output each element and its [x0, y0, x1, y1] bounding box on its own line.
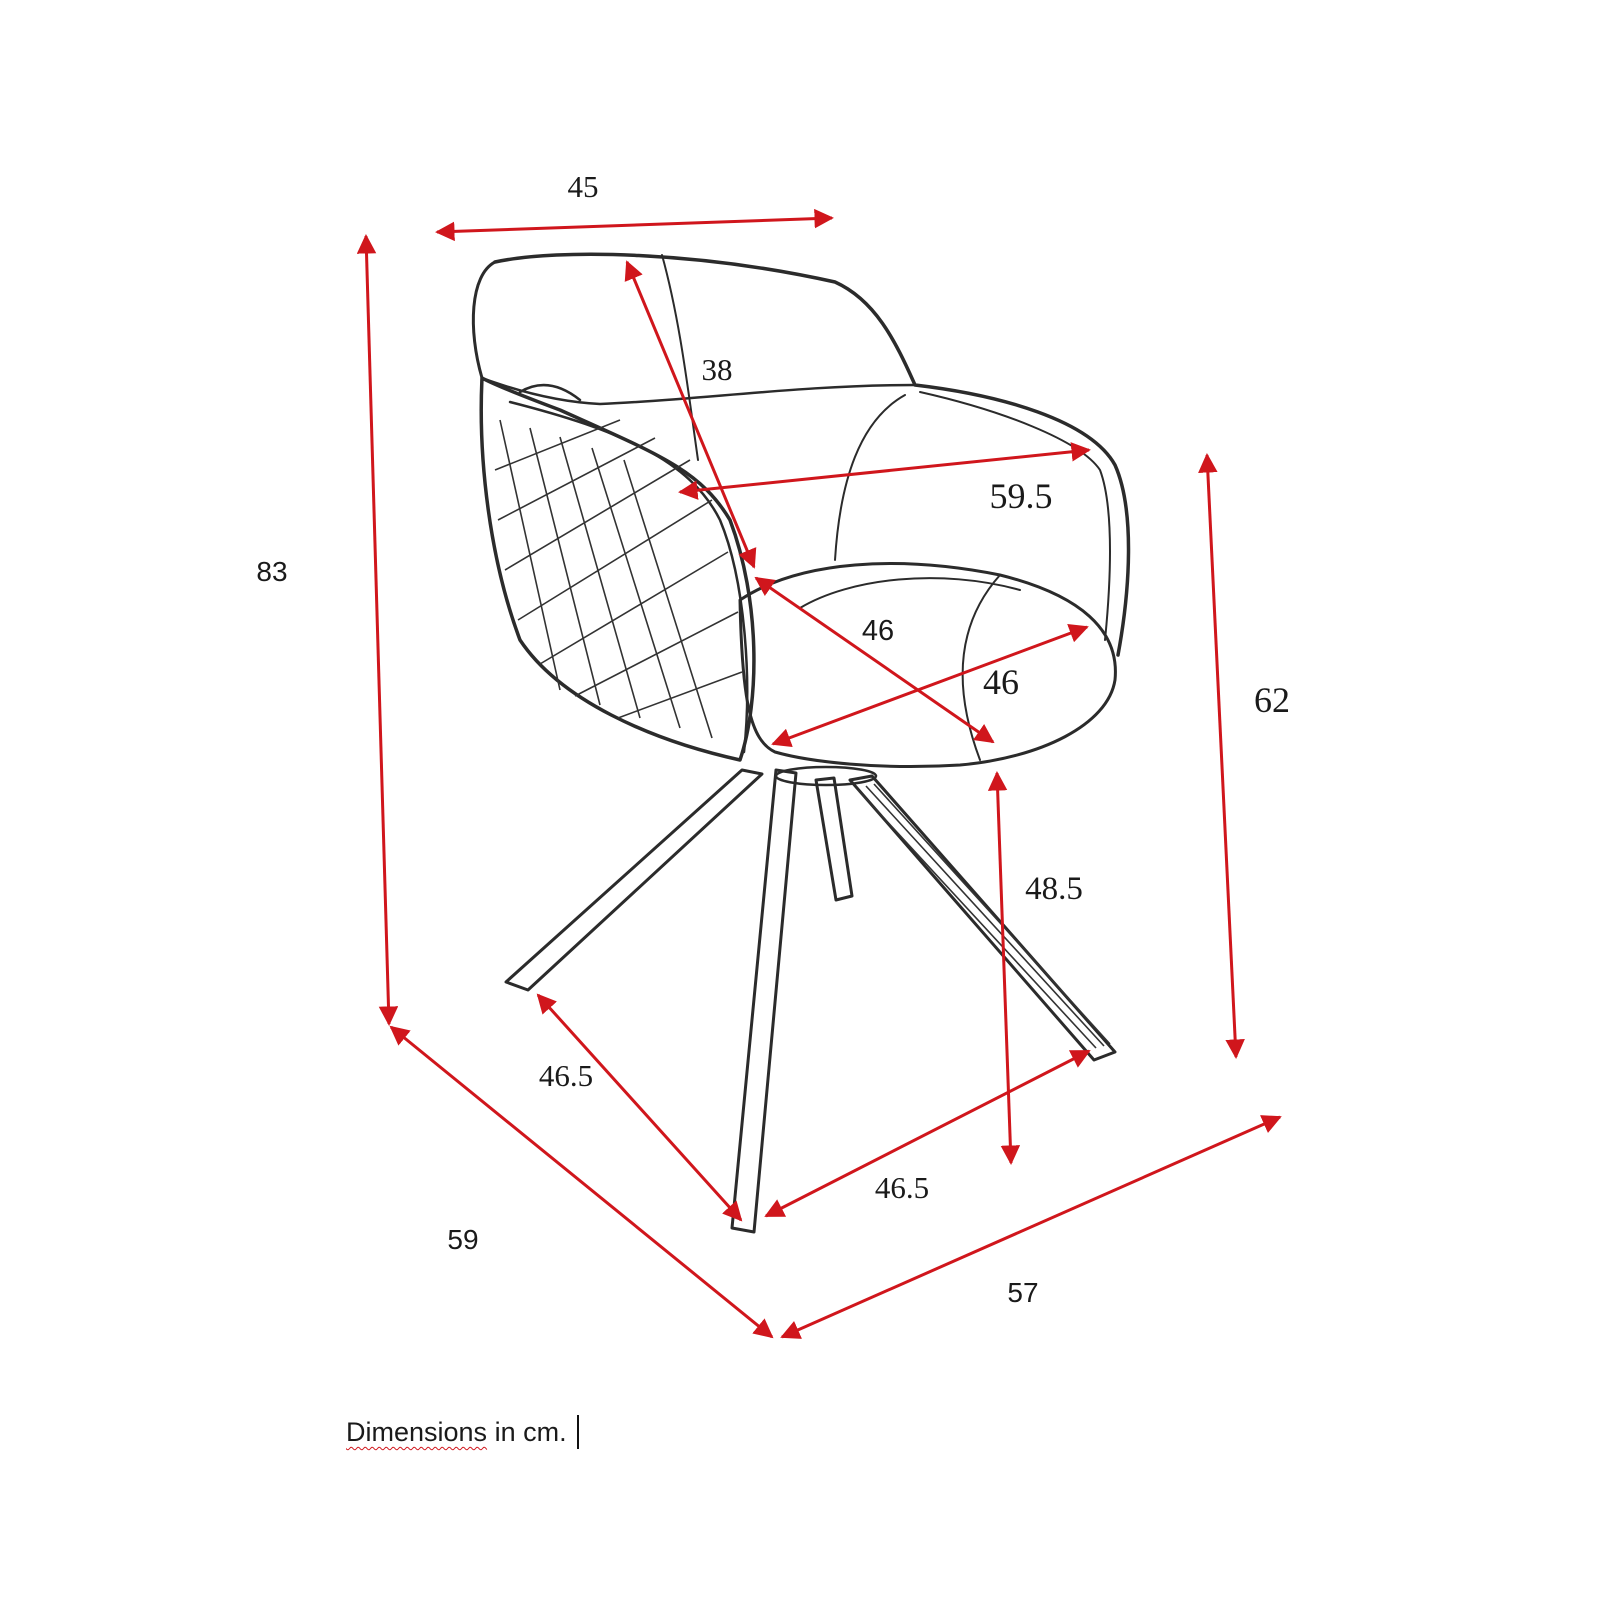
dimension-labels: 45 83 38 59.5 46 46 62 48.5 46.5 46.5 59… — [256, 169, 1290, 1308]
dim-line-overall-height — [356, 234, 399, 1026]
leg-center — [814, 776, 854, 902]
dim-line-overall-depth — [389, 1025, 774, 1339]
label-seat-depth: 46 — [862, 615, 894, 647]
units-note-word: Dimensions — [346, 1417, 488, 1447]
dim-line-seat-width — [771, 623, 1089, 748]
label-seat-width: 46 — [983, 662, 1019, 702]
label-leg-span-side: 46.5 — [539, 1058, 593, 1093]
label-backrest-height: 38 — [702, 352, 733, 387]
units-note: Dimensions in cm. — [346, 1415, 579, 1449]
label-leg-span-front: 46.5 — [875, 1170, 929, 1205]
dim-line-seat-height — [987, 771, 1021, 1165]
shell-quilt-pattern — [494, 419, 743, 739]
dim-line-leg-span-side — [536, 993, 743, 1222]
dim-line-armrest-height — [1198, 453, 1245, 1059]
units-note-rest: in cm. — [487, 1417, 567, 1447]
dim-line-overall-width — [780, 1115, 1282, 1339]
leg-front — [730, 768, 798, 1234]
label-seat-height: 48.5 — [1025, 871, 1083, 907]
dimension-lines — [356, 208, 1282, 1339]
text-cursor — [576, 1415, 579, 1449]
dim-line-backrest-height — [624, 260, 757, 569]
chair-legs — [504, 765, 1117, 1234]
label-armrest-width: 59.5 — [990, 476, 1053, 516]
label-armrest-height: 62 — [1254, 680, 1290, 720]
label-overall-depth: 59 — [447, 1224, 478, 1255]
dim-line-seat-depth — [754, 576, 995, 744]
leg-back-right — [848, 774, 1117, 1062]
label-overall-height: 83 — [256, 556, 287, 587]
leg-back-left — [504, 768, 764, 992]
swivel-plate — [774, 765, 878, 787]
label-overall-width: 57 — [1007, 1277, 1038, 1308]
dim-line-backrest-width — [435, 208, 834, 242]
label-backrest-width: 45 — [568, 169, 599, 204]
dim-line-armrest-width — [678, 442, 1091, 500]
